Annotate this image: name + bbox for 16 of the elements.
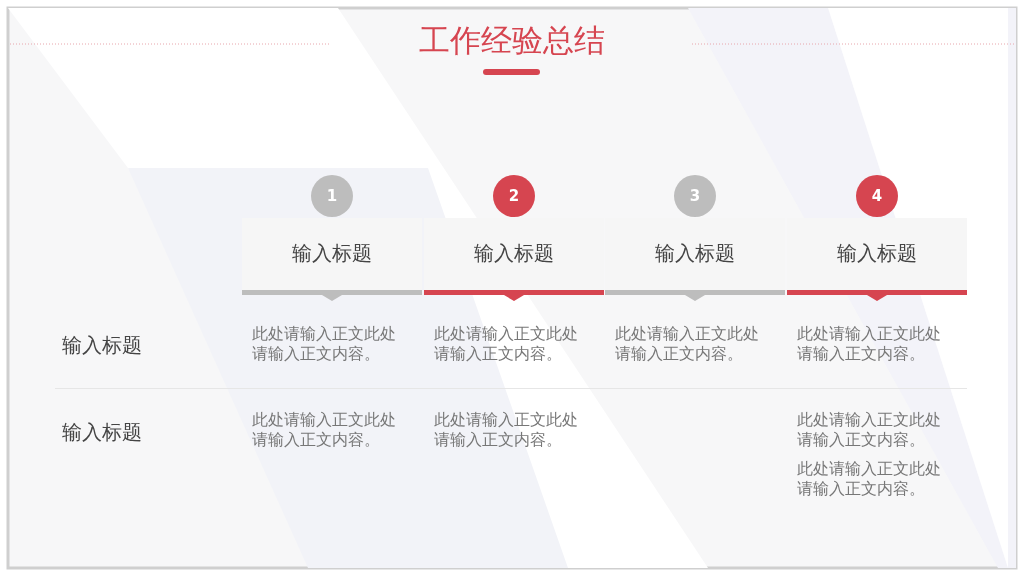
row-heading: 输入标题 [62,332,142,359]
card-heading: 输入标题 [836,240,918,267]
body-text: 此处请输入正文此处请输入正文内容。 [252,324,397,364]
body-text: 此处请输入正文此处请输入正文内容。 [434,410,579,450]
title: 工作经验总结 [418,21,606,60]
row-heading: 输入标题 [62,419,142,446]
body-text: 此处请输入正文此处请输入正文内容。 [797,410,942,450]
card-heading: 输入标题 [473,240,555,267]
card-heading: 输入标题 [654,240,736,267]
body-text: 此处请输入正文此处请输入正文内容。 [252,410,397,450]
card-heading: 输入标题 [291,240,373,267]
body-text: 此处请输入正文此处请输入正文内容。 [434,324,579,364]
body-text: 此处请输入正文此处请输入正文内容。 [615,324,760,364]
body-text: 此处请输入正文此处请输入正文内容。 [797,459,942,499]
body-text: 此处请输入正文此处请输入正文内容。 [797,324,942,364]
header-card [242,218,422,301]
